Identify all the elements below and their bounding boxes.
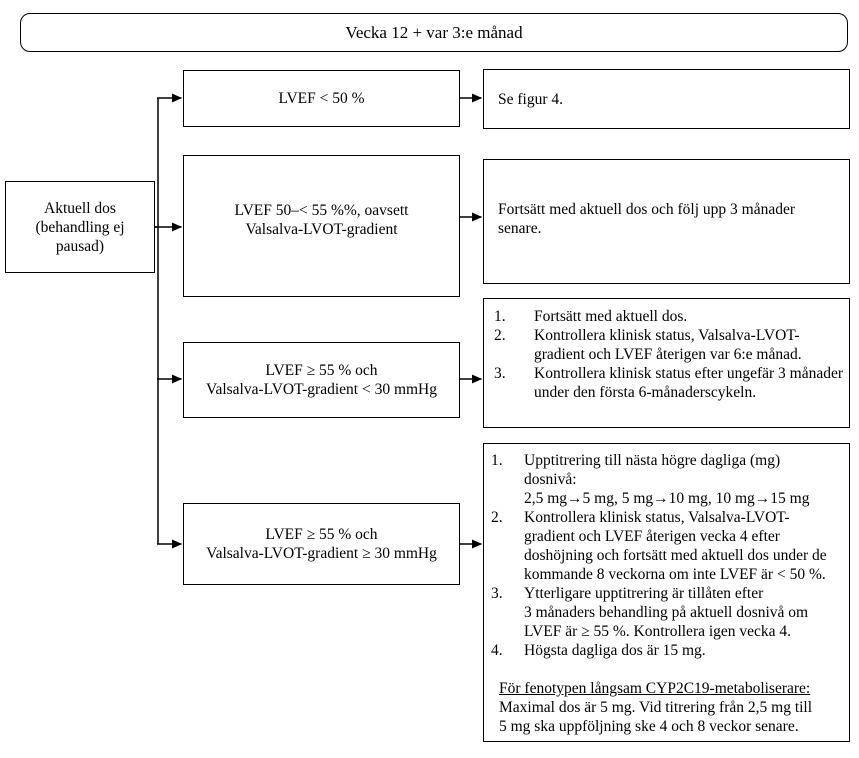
footnote-heading: För fenotypen långsam CYP2C19-metabolise… bbox=[499, 680, 811, 697]
list-item: Fortsätt med aktuell dos. bbox=[494, 307, 688, 326]
action-box-se-figur-4: Se figur 4. bbox=[483, 69, 850, 129]
footnote-text: Maximal dos är 5 mg. Vid titrering från … bbox=[499, 699, 813, 735]
action-box-gradient-lt-30: Fortsätt med aktuell dos.Kontrollera kli… bbox=[483, 298, 850, 428]
condition-label: LVEF 50–< 55 %%, oavsett Valsalva-LVOT-g… bbox=[234, 202, 409, 238]
action-text: Se figur 4. bbox=[498, 90, 564, 108]
condition-label: LVEF ≥ 55 % och Valsalva-LVOT-gradient <… bbox=[205, 362, 438, 398]
source-box-aktuell-dos: Aktuell dos (behandling ej pausad) bbox=[5, 181, 155, 273]
condition-box-lvef-ge-55-gradient-lt-30: LVEF ≥ 55 % och Valsalva-LVOT-gradient <… bbox=[183, 342, 460, 418]
action-list: Upptitrering till nästa högre dagliga (m… bbox=[484, 451, 845, 660]
condition-box-lvef-lt-50: LVEF < 50 % bbox=[183, 70, 460, 127]
list-item: Kontrollera klinisk status efter ungefär… bbox=[494, 364, 844, 401]
source-box-label: Aktuell dos (behandling ej pausad) bbox=[35, 199, 125, 255]
action-box-gradient-ge-30: Upptitrering till nästa högre dagliga (m… bbox=[483, 443, 850, 742]
action-list: Fortsätt med aktuell dos.Kontrollera kli… bbox=[484, 307, 846, 402]
action-text: Fortsätt med aktuell dos och följ upp 3 … bbox=[498, 201, 796, 237]
condition-box-lvef-50-55: LVEF 50–< 55 %%, oavsett Valsalva-LVOT-g… bbox=[183, 155, 460, 297]
title-label: Vecka 12 + var 3:e månad bbox=[345, 23, 523, 42]
list-item: Ytterligare upptitrering är tillåten eft… bbox=[491, 584, 809, 640]
list-item: Högsta dagliga dos är 15 mg. bbox=[491, 641, 706, 660]
condition-label: LVEF < 50 % bbox=[278, 90, 365, 107]
condition-label: LVEF ≥ 55 % och Valsalva-LVOT-gradient ≥… bbox=[206, 526, 437, 562]
title-box: Vecka 12 + var 3:e månad bbox=[20, 13, 848, 52]
list-item: Upptitrering till nästa högre dagliga (m… bbox=[491, 451, 810, 507]
list-item: Kontrollera klinisk status, Valsalva-LVO… bbox=[491, 508, 827, 583]
condition-box-lvef-ge-55-gradient-ge-30: LVEF ≥ 55 % och Valsalva-LVOT-gradient ≥… bbox=[183, 503, 460, 585]
list-item: Kontrollera klinisk status, Valsalva-LVO… bbox=[494, 326, 802, 363]
action-box-fortsatt-aktuell-dos: Fortsätt med aktuell dos och följ upp 3 … bbox=[483, 159, 850, 284]
